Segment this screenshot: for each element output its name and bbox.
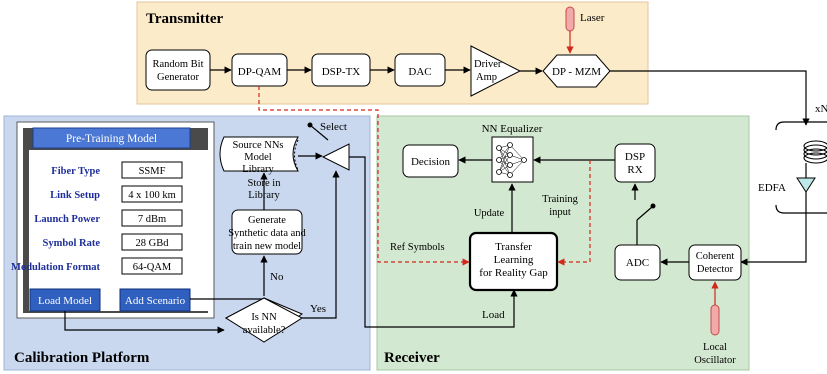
svg-text:Model: Model xyxy=(244,152,271,163)
driver-amp: Driver Amp xyxy=(470,45,522,97)
svg-text:DSP-TX: DSP-TX xyxy=(322,66,361,78)
param-value: 64-QAM xyxy=(133,262,172,273)
decision-block: Decision xyxy=(402,144,459,178)
update-label: Update xyxy=(474,208,505,219)
svg-text:DP-QAM: DP-QAM xyxy=(238,66,282,78)
svg-text:Add Scenario: Add Scenario xyxy=(125,295,186,307)
param-value: 4 x 100 km xyxy=(128,190,176,201)
svg-text:Learning: Learning xyxy=(494,254,534,266)
span-bracket-top xyxy=(775,121,827,131)
param-label: Modulation Format xyxy=(11,262,100,273)
param-value-field[interactable] xyxy=(121,209,183,227)
dsp-tx-block: DSP-TX xyxy=(311,53,371,87)
select-label: Select xyxy=(320,121,347,133)
load-label: Load xyxy=(482,309,505,321)
svg-text:ADC: ADC xyxy=(626,257,649,269)
transfer-learning-block: Transfer Learning for Reality Gap xyxy=(468,231,559,292)
random-bit-generator: Random Bit Generator xyxy=(145,49,211,91)
svg-text:Synthetic data and: Synthetic data and xyxy=(228,228,306,239)
local-oscillator-label-2: Oscillator xyxy=(694,355,736,366)
svg-text:for Reality Gap: for Reality Gap xyxy=(479,267,548,279)
dsp-rx-block: DSP RX xyxy=(614,143,656,183)
param-value-field[interactable] xyxy=(121,257,183,275)
sampling-switch-pivot xyxy=(650,203,656,209)
param-value: 28 GBd xyxy=(136,238,170,249)
dp-mzm-block: DP - MZM xyxy=(542,54,611,88)
ref-symbols-label: Ref Symbols xyxy=(390,242,445,253)
param-label: Launch Power xyxy=(34,214,100,225)
param-label: Link Setup xyxy=(50,190,100,201)
source-nn-library: Source NNs Model Library xyxy=(219,136,299,175)
training-input-label: Training xyxy=(542,194,579,205)
pretraining-title: Pre-Training Model xyxy=(66,133,157,145)
svg-text:Coherent: Coherent xyxy=(696,251,735,262)
svg-text:DSP: DSP xyxy=(625,151,645,163)
local-oscillator-icon xyxy=(710,281,720,336)
generate-synthetic-block: Generate Synthetic data and train new mo… xyxy=(228,209,307,255)
svg-text:Source NNs: Source NNs xyxy=(232,140,283,151)
adc-block: ADC xyxy=(614,244,661,281)
transmitter-title: Transmitter xyxy=(146,11,224,27)
span-count-label: xN xyxy=(815,103,827,115)
param-value: SSMF xyxy=(139,166,166,177)
svg-text:Transfer: Transfer xyxy=(495,241,532,253)
fiber-spool-icon xyxy=(803,140,827,164)
dp-qam-block: DP-QAM xyxy=(231,53,288,87)
svg-text:RX: RX xyxy=(627,164,642,176)
svg-text:Driver: Driver xyxy=(474,59,502,70)
coherent-detector-block: Coherent Detector xyxy=(688,244,742,281)
svg-text:DP - MZM: DP - MZM xyxy=(552,66,601,78)
local-oscillator-label: Local xyxy=(703,342,727,353)
svg-text:Library: Library xyxy=(242,164,274,175)
param-value-field[interactable] xyxy=(121,185,183,203)
param-value-field[interactable] xyxy=(121,233,183,251)
span-bracket-bottom xyxy=(775,204,827,214)
svg-text:Detector: Detector xyxy=(697,264,734,275)
nn-equalizer-icon xyxy=(491,136,534,183)
training-input-label-2: input xyxy=(549,207,571,218)
svg-text:DAC: DAC xyxy=(408,66,431,78)
svg-text:Load Model: Load Model xyxy=(38,295,92,307)
edfa-label: EDFA xyxy=(758,182,786,194)
svg-text:Random Bit: Random Bit xyxy=(152,59,203,70)
svg-text:Generate: Generate xyxy=(248,215,286,226)
load-model-button[interactable]: Load Model xyxy=(29,288,101,312)
svg-text:Decision: Decision xyxy=(411,156,451,168)
laser-icon xyxy=(565,6,575,54)
yes-label: Yes xyxy=(310,303,326,315)
laser-label: Laser xyxy=(580,12,605,24)
no-label: No xyxy=(270,271,284,283)
svg-text:Amp: Amp xyxy=(476,72,497,83)
edfa-amplifier-icon xyxy=(796,177,816,193)
svg-text:available?: available? xyxy=(243,325,286,336)
add-scenario-button[interactable]: Add Scenario xyxy=(119,288,191,312)
param-value: 7 dBm xyxy=(138,214,166,225)
svg-text:Is NN: Is NN xyxy=(251,312,277,323)
calibration-title: Calibration Platform xyxy=(14,350,150,366)
nn-equalizer-label: NN Equalizer xyxy=(482,123,543,135)
dac-block: DAC xyxy=(394,53,446,87)
receiver-title: Receiver xyxy=(384,350,440,366)
param-label: Symbol Rate xyxy=(43,238,101,249)
svg-text:train new model: train new model xyxy=(233,241,301,252)
pretraining-rows: Fiber Type SSMF Link Setup 4 x 100 km Launch… xyxy=(11,161,183,275)
param-value-field[interactable] xyxy=(121,161,183,179)
svg-text:Generator: Generator xyxy=(157,72,199,83)
param-label: Fiber Type xyxy=(51,166,100,177)
